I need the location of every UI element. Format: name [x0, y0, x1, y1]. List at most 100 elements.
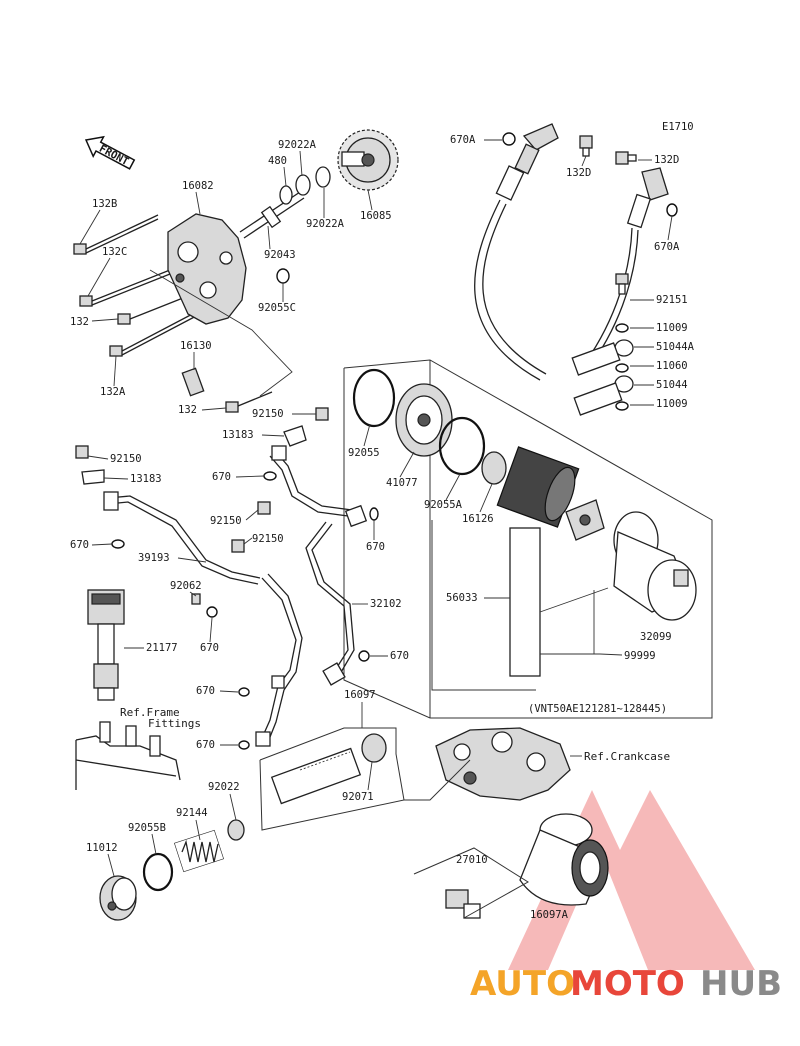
oil-pump-group: [73, 129, 399, 413]
crankcase-group: Ref.Crankcase 16097A 27010: [404, 727, 670, 921]
relief-valve-group: [99, 702, 405, 921]
switch-group: 21177 Ref.Frame Fittings: [75, 589, 201, 790]
label-39193: 39193: [138, 552, 170, 564]
label-92043: 92043: [264, 249, 296, 261]
oil-pipe-group: [75, 445, 379, 750]
filter-bracket-icon: [565, 499, 605, 541]
pipe-labels: 92150 13183 670 92150 92150 670 670 3919…: [70, 453, 409, 751]
label-670A-right: 670A: [654, 241, 680, 253]
seal-16126-icon: [481, 451, 507, 485]
label-92055: 92055: [348, 447, 380, 459]
label-32099: 32099: [640, 631, 672, 643]
washer-11009-upper-icon: [615, 323, 629, 333]
sprocket-16085-icon: [337, 129, 399, 191]
bolt-92150-upper-icon: [315, 407, 329, 421]
label-132-upper: 132: [70, 316, 89, 328]
label-670-c: 670: [200, 642, 219, 654]
label-670-a: 670: [212, 471, 231, 483]
oring-92055B-icon: [142, 852, 174, 892]
label-51044: 51044: [656, 379, 688, 391]
filter-labels: 92055 41077 92055A 16126 56033 32099 999…: [348, 423, 672, 715]
bolt-132C-icon: [79, 269, 171, 307]
bolt-92150-mid-icon: [257, 501, 271, 515]
filter-cover-41077-icon: [395, 383, 453, 457]
ref-frame-line2: Fittings: [148, 717, 201, 730]
filter-element-16126-icon: [496, 446, 580, 528]
oil-filter-group: [343, 359, 713, 719]
label-41077: 41077: [386, 477, 418, 489]
label-13183-upper: 13183: [222, 429, 254, 441]
bolt-92150-mid2-icon: [231, 539, 245, 553]
front-arrow-icon: FRONT: [84, 135, 136, 170]
label-strip-56033-icon: [509, 527, 541, 677]
bracket-group-upper: 92150 13183: [222, 407, 329, 447]
pump-labels: 92022A 480 16082 92022A 16085 132B 92043…: [70, 139, 392, 416]
label-92022: 92022: [208, 781, 240, 793]
oil-filter-cartridge-icon: [613, 511, 697, 621]
watermark-text: AUTO MOTO HUB: [470, 964, 782, 1004]
relief-valve-16097-icon: [270, 747, 362, 805]
ref-crankcase: Ref.Crankcase: [584, 750, 670, 763]
oring-92055C-icon: [276, 268, 290, 284]
banjo-51044A-icon: [571, 339, 634, 376]
bolt-92150-left-icon: [75, 445, 89, 459]
bolt-132D-top-icon: [579, 135, 593, 157]
oil-hose-group: [474, 123, 678, 416]
dowel-16130-icon: [181, 367, 205, 397]
label-16085: 16085: [360, 210, 392, 222]
oring-670-a-icon: [263, 471, 277, 481]
bolt-92151-icon: [615, 273, 629, 295]
serial-range: (VNT50AE121281~128445): [528, 703, 667, 715]
label-56033: 56033: [446, 592, 478, 604]
washer-92022A-b-icon: [315, 166, 331, 188]
bolt-132B-icon: [73, 214, 159, 255]
label-16130: 16130: [180, 340, 212, 352]
ref-frame-line1: Ref.Frame: [120, 706, 180, 719]
label-13183-left: 13183: [130, 473, 162, 485]
clamp-13183-left-icon: [81, 469, 105, 485]
crankcase-icon: [435, 727, 571, 801]
label-670-b: 670: [366, 541, 385, 553]
spring-92144-icon: [174, 829, 224, 873]
oring-670-left-icon: [111, 539, 125, 549]
banjo-51044-icon: [573, 375, 634, 416]
oring-670-c-icon: [206, 606, 218, 618]
label-16097: 16097: [344, 689, 376, 701]
label-132D-top: 132D: [566, 167, 591, 179]
label-92055A: 92055A: [424, 499, 463, 511]
label-92022A-top: 92022A: [278, 139, 317, 151]
relief-valve-labels: 16097 92071 92022 92144 92055B 11012: [86, 689, 376, 877]
oil-filter-16097A-icon: [519, 813, 609, 906]
oring-670A-top-icon: [502, 132, 516, 146]
oil-pipe-39193-icon: [107, 495, 261, 579]
label-16126: 16126: [462, 513, 494, 525]
label-16082: 16082: [182, 180, 214, 192]
watermark-part3: HUB: [700, 964, 782, 1004]
bolt-132-icon: [117, 295, 189, 325]
label-92151: 92151: [656, 294, 688, 306]
label-92055C: 92055C: [258, 302, 296, 314]
sensor-27010-icon: [445, 889, 481, 919]
plug-11012-icon: [99, 875, 137, 921]
label-16097A: 16097A: [530, 909, 569, 921]
label-92150-left: 92150: [110, 453, 142, 465]
bolt-132D-right-icon: [615, 151, 637, 165]
oring-670-b-icon: [369, 507, 379, 521]
label-670-d: 670: [390, 650, 409, 662]
washer-480-icon: [279, 185, 293, 205]
label-11012: 11012: [86, 842, 118, 854]
hose-labels: 670A 132D 132D 670A 92151 11009 51044A 1…: [450, 134, 695, 410]
label-132D-right: 132D: [654, 154, 679, 166]
front-arrow-label: FRONT: [97, 143, 131, 168]
label-21177: 21177: [146, 642, 178, 654]
label-11009-lower: 11009: [656, 398, 688, 410]
frame-fittings-icon: [75, 721, 181, 790]
washer-92022-icon: [227, 819, 245, 841]
oil-pressure-switch-21177-icon: [87, 589, 125, 701]
label-99999: 99999: [624, 650, 656, 662]
label-92144: 92144: [176, 807, 208, 819]
label-92150-mid2: 92150: [252, 533, 284, 545]
label-32102: 32102: [370, 598, 402, 610]
watermark-part1: AUTO: [470, 964, 575, 1004]
